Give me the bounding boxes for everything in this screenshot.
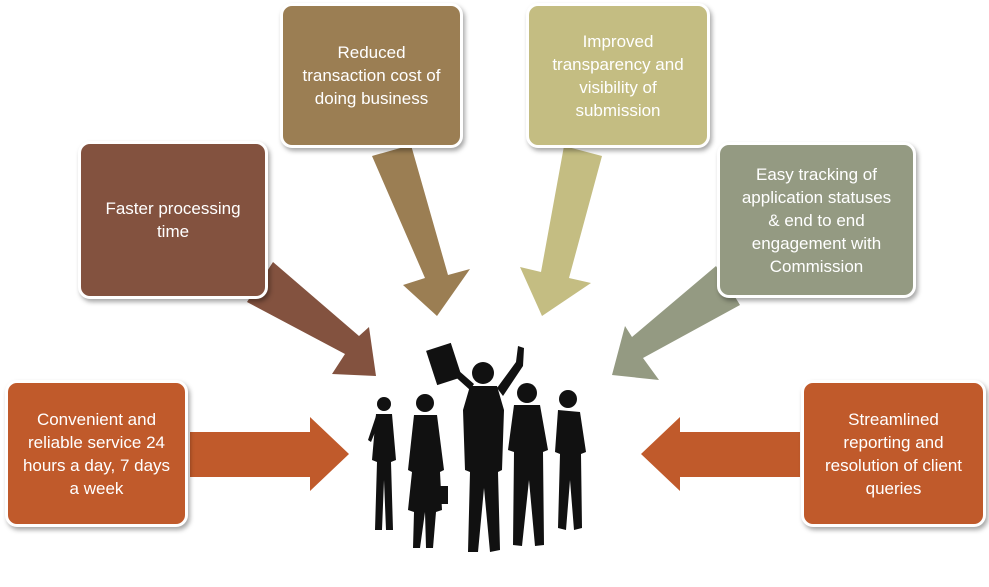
arrow-streamlined-reporting	[641, 417, 800, 491]
arrow-transparency	[520, 146, 602, 316]
benefit-convenient-service-text: Convenient and reliable service 24 hours…	[22, 409, 171, 498]
benefit-tracking-box: Easy tracking of application statuses & …	[717, 142, 916, 298]
arrow-tracking	[612, 266, 740, 380]
benefit-reduced-cost-box: Reduced transaction cost of doing busine…	[280, 3, 463, 148]
benefit-faster-processing-box: Faster processing time	[78, 141, 268, 299]
benefit-faster-processing-text: Faster processing time	[105, 199, 241, 241]
benefit-tracking-text: Easy tracking of application statuses & …	[741, 164, 892, 276]
benefit-streamlined-reporting-text: Streamlined reporting and resolution of …	[824, 409, 963, 498]
benefit-reduced-cost-text: Reduced transaction cost of doing busine…	[302, 43, 441, 108]
arrow-faster-processing	[247, 262, 376, 376]
arrow-reduced-cost	[372, 145, 470, 316]
benefit-transparency-text: Improved transparency and visibility of …	[552, 31, 684, 120]
arrow-convenient-service	[190, 417, 349, 491]
benefit-transparency-box: Improved transparency and visibility of …	[526, 3, 710, 148]
benefit-streamlined-reporting-box: Streamlined reporting and resolution of …	[801, 380, 986, 527]
group-of-people-silhouette-icon	[368, 342, 586, 552]
benefit-convenient-service-box: Convenient and reliable service 24 hours…	[5, 380, 188, 527]
